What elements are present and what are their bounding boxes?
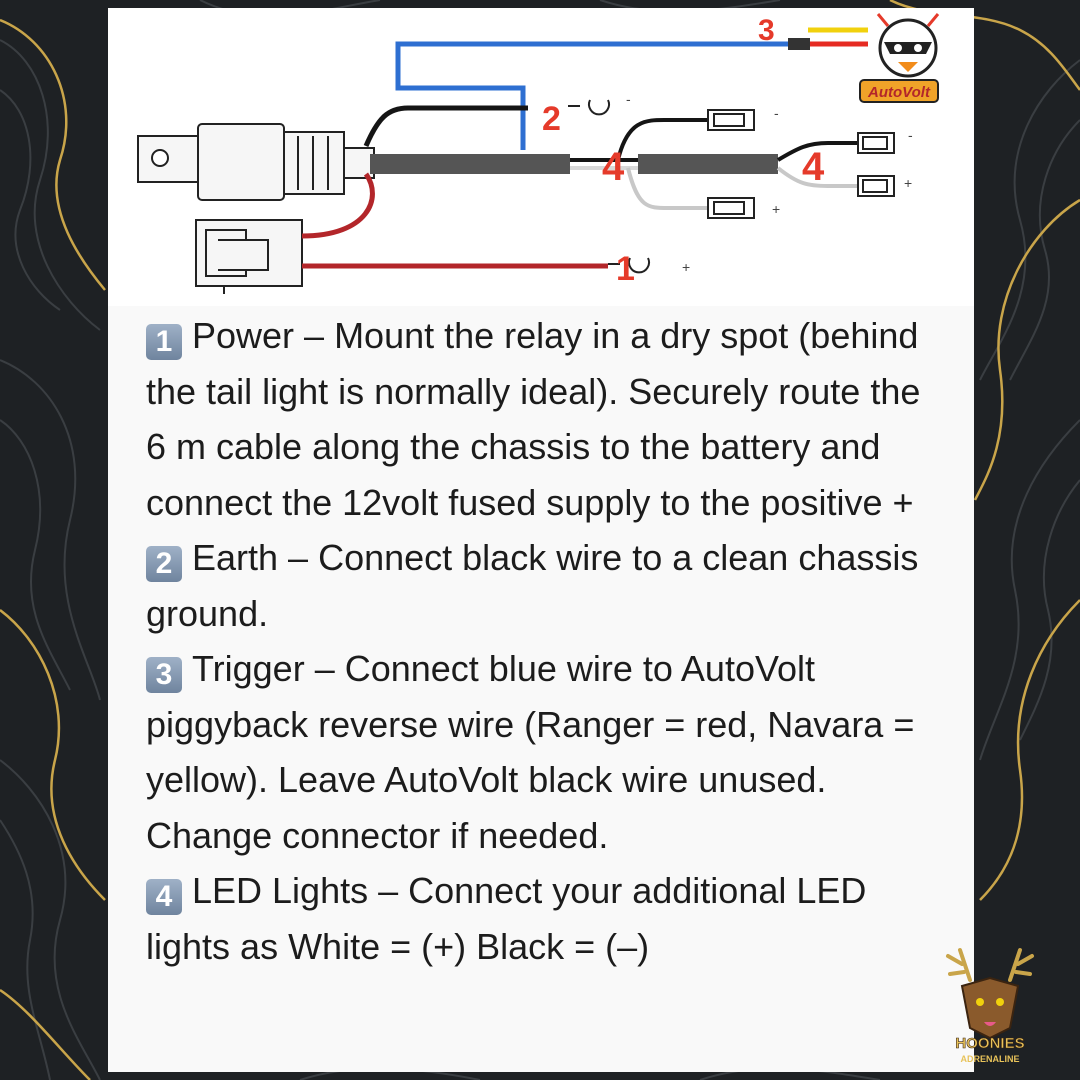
autovolt-logo-text: AutoVolt — [867, 84, 931, 101]
step-number-badge: 1 — [146, 324, 182, 360]
polarity-minus: - — [774, 105, 779, 121]
step-text: Earth – Connect black wire to a clean ch… — [146, 537, 919, 634]
polarity-plus: + — [682, 259, 690, 275]
hoonies-adrenaline-logo: HOONIES ADRENALINE — [946, 948, 1034, 1064]
relay-block — [137, 123, 375, 201]
red-power-wire — [301, 172, 375, 239]
step-number-badge: 2 — [146, 546, 182, 582]
step-text: LED Lights – Connect your additional LED… — [146, 870, 867, 967]
fuse-holder — [195, 219, 303, 294]
marker-1: 1 — [616, 250, 635, 288]
marker-4-a: 4 — [602, 145, 625, 189]
autovolt-logo: AutoVolt — [859, 13, 940, 103]
step-number-badge: 3 — [146, 657, 182, 693]
step-text: Power – Mount the relay in a dry spot (b… — [146, 315, 921, 523]
hoonies-logo-text: HOONIES — [955, 1035, 1024, 1052]
step-text: Trigger – Connect blue wire to AutoVolt … — [146, 648, 915, 856]
marker-4-b: 4 — [802, 145, 825, 189]
blue-trigger-wire — [395, 41, 798, 150]
polarity-plus: + — [904, 175, 912, 191]
wire-loom — [370, 154, 570, 174]
wiring-diagram: AutoVolt 3 2 4 4 1 - - - + + + — [108, 8, 974, 306]
black-earth-wire — [363, 105, 528, 147]
ring-terminals — [568, 99, 650, 274]
spade-connectors — [707, 109, 895, 219]
polarity-minus: - — [626, 91, 631, 107]
marker-3: 3 — [758, 14, 775, 47]
marker-2: 2 — [542, 100, 561, 138]
step-number-badge: 4 — [146, 879, 182, 915]
adrenaline-logo-text: ADRENALINE — [960, 1054, 1019, 1064]
polarity-minus: - — [908, 127, 913, 143]
polarity-plus: + — [772, 201, 780, 217]
